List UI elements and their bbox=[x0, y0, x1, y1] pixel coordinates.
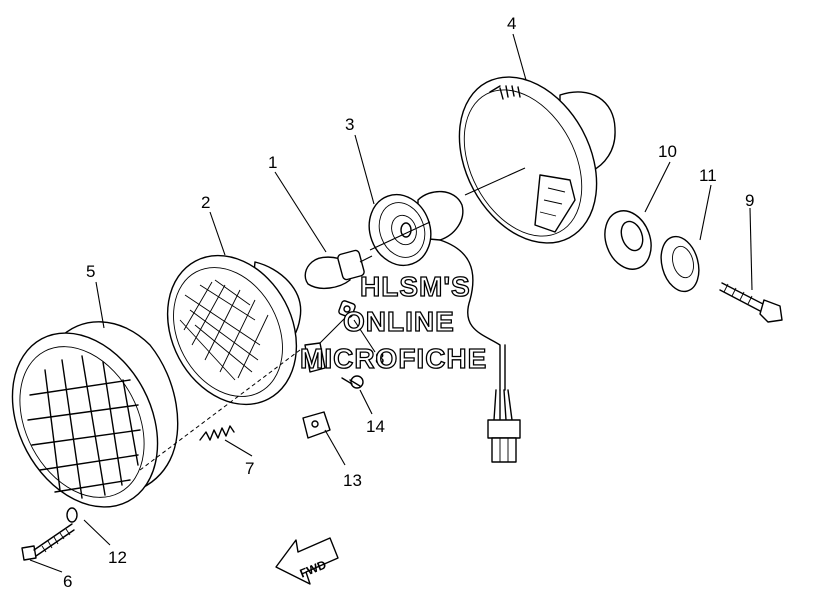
part-12-washer bbox=[66, 507, 78, 523]
part-9-bolt bbox=[719, 282, 783, 323]
part-label-8: 8 bbox=[375, 349, 384, 368]
part-10-grommet bbox=[604, 210, 652, 270]
part-label-2: 2 bbox=[201, 193, 210, 212]
part-13-clip bbox=[302, 411, 331, 439]
part-label-6: 6 bbox=[63, 572, 72, 591]
part-7-spring bbox=[199, 425, 235, 441]
part-labels: 1 2 3 4 5 6 7 8 9 10 11 12 13 14 bbox=[63, 14, 754, 591]
part-label-13: 13 bbox=[343, 471, 362, 490]
part-label-5: 5 bbox=[86, 262, 95, 281]
part-label-3: 3 bbox=[345, 115, 354, 134]
fwd-direction-arrow: FWD bbox=[275, 537, 339, 585]
part-6-screw bbox=[21, 523, 75, 561]
part-4-housing bbox=[458, 76, 616, 244]
part-label-10: 10 bbox=[658, 142, 677, 161]
part-3-socket bbox=[368, 190, 506, 391]
part-14-screw bbox=[341, 375, 364, 389]
part-11-cap bbox=[660, 235, 700, 293]
part-8-nut bbox=[338, 300, 356, 318]
bracket bbox=[304, 317, 346, 373]
part-label-14: 14 bbox=[366, 417, 385, 436]
watermark-line-3: MICROFICHE bbox=[300, 343, 487, 374]
part-label-4: 4 bbox=[507, 14, 516, 33]
part-2-lens-unit bbox=[166, 254, 302, 406]
part-label-7: 7 bbox=[245, 459, 254, 478]
wire-connector bbox=[487, 389, 521, 463]
watermark: HLSM'S ONLINE MICROFICHE bbox=[299, 270, 487, 374]
part-label-11: 11 bbox=[699, 166, 717, 185]
watermark-line-2: ONLINE bbox=[343, 306, 455, 337]
part-label-9: 9 bbox=[745, 191, 754, 210]
part-1-bulb bbox=[304, 249, 373, 290]
watermark-line-1: HLSM'S bbox=[360, 271, 471, 302]
leader-lines bbox=[29, 33, 753, 573]
part-label-12: 12 bbox=[108, 548, 127, 567]
part-label-1: 1 bbox=[268, 153, 277, 172]
